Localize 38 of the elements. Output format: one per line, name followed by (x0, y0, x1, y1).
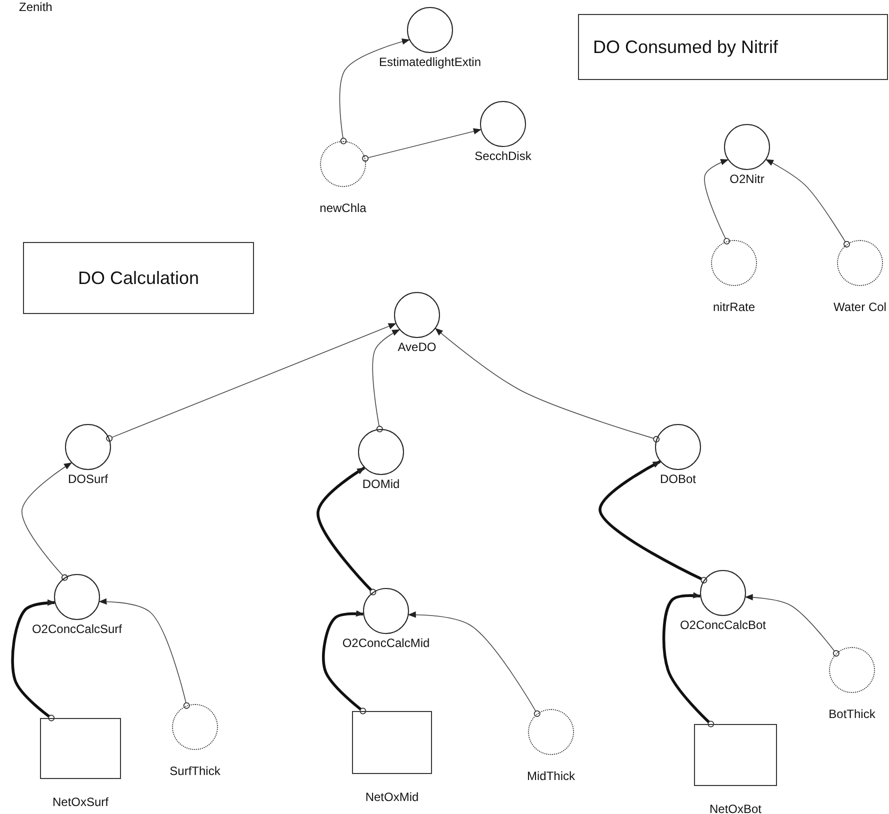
connector-arrow (11, 599, 56, 722)
section-title: DO Calculation (78, 268, 200, 288)
variable-label: Water Col (834, 300, 886, 314)
variable-label: BotThick (828, 707, 876, 721)
variable-label: SurfThick (170, 764, 220, 778)
connector-arrow (598, 460, 708, 584)
variable-label: DOSurf (68, 472, 108, 486)
variable-label: DOMid (362, 477, 400, 491)
connector-arrow (98, 598, 190, 709)
variable-label: newChla (320, 201, 366, 215)
model-name-text: Zenith (19, 0, 52, 14)
variable-label: O2ConcCalcSurf (32, 622, 122, 636)
connector-arrow (22, 462, 72, 581)
connector-arrow (408, 611, 540, 717)
section-title: DO Consumed by Nitrif (593, 36, 778, 58)
variable-label: AveDO (398, 340, 436, 354)
variable-label: EstimatedlightExtin (378, 55, 482, 69)
variable-label: NetOxMid (365, 790, 419, 804)
variable-label: DOBot (660, 472, 696, 486)
connector-arrow (316, 466, 376, 596)
variable-label: nitrRate (712, 300, 756, 314)
variable-label: MidThick (527, 769, 575, 783)
variable-label: O2Nitr (730, 172, 764, 186)
connector-arrow (766, 159, 850, 248)
connector-arrow (434, 328, 660, 442)
connector-arrow (339, 38, 410, 144)
connector-arrow (362, 128, 482, 162)
variable-label: O2ConcCalcMid (342, 636, 430, 650)
variable-label: SecchDisk (474, 149, 532, 163)
variable-label: O2ConcCalcBot (680, 618, 766, 632)
connector-arrow (322, 610, 366, 714)
connector-arrow (106, 323, 396, 442)
connector-arrow (704, 159, 730, 244)
connector-arrow (744, 594, 840, 657)
connector-arrow (662, 592, 714, 728)
connector-arrow (372, 329, 400, 432)
variable-label: NetOxBot (709, 802, 762, 814)
variable-label: NetOxSurf (52, 795, 108, 809)
